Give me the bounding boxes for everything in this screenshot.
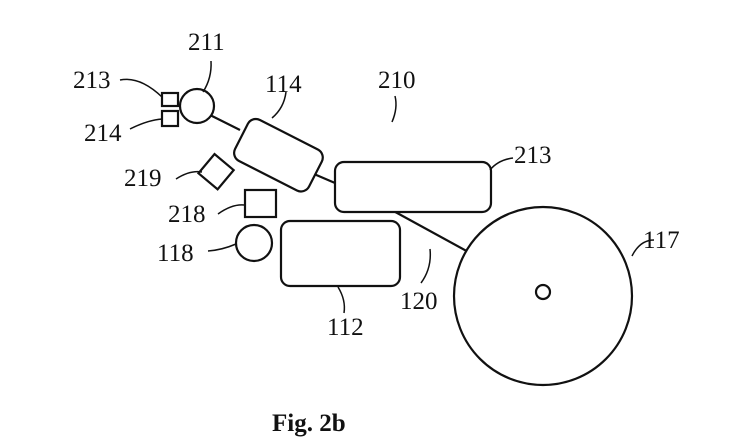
leader-210 — [391, 95, 397, 123]
leader-114 — [271, 91, 287, 119]
label-210: 210 — [378, 67, 416, 94]
label-120: 120 — [400, 288, 438, 315]
link-rod-upper — [209, 114, 241, 131]
leader-213-right — [489, 157, 514, 171]
label-211: 211 — [188, 29, 225, 56]
leader-211 — [202, 60, 212, 93]
leader-120 — [420, 248, 432, 284]
component-219 — [196, 152, 236, 191]
component-118 — [234, 223, 274, 263]
label-213-small: 213 — [73, 67, 111, 94]
component-114 — [233, 117, 324, 193]
label-214: 214 — [84, 120, 122, 147]
component-112 — [279, 219, 402, 288]
label-117: 117 — [643, 227, 680, 254]
label-118: 118 — [157, 240, 194, 267]
label-114: 114 — [265, 71, 302, 98]
component-213-large — [333, 160, 493, 214]
label-112: 112 — [327, 314, 364, 341]
wheel-hub — [534, 283, 552, 301]
figure-caption: Fig. 2b — [272, 410, 346, 437]
leader-118 — [207, 243, 237, 252]
leader-218 — [217, 204, 245, 215]
label-213-large: 213 — [514, 142, 552, 169]
element-213-small — [160, 91, 180, 108]
element-214-small — [160, 109, 180, 128]
component-218 — [243, 188, 278, 219]
hub-211 — [178, 87, 216, 125]
leader-213-small — [119, 78, 163, 98]
leader-214 — [129, 118, 163, 130]
label-219: 219 — [124, 165, 162, 192]
leader-112 — [337, 286, 346, 314]
leader-117 — [631, 239, 655, 257]
leader-219 — [175, 170, 203, 180]
label-218: 218 — [168, 201, 206, 228]
